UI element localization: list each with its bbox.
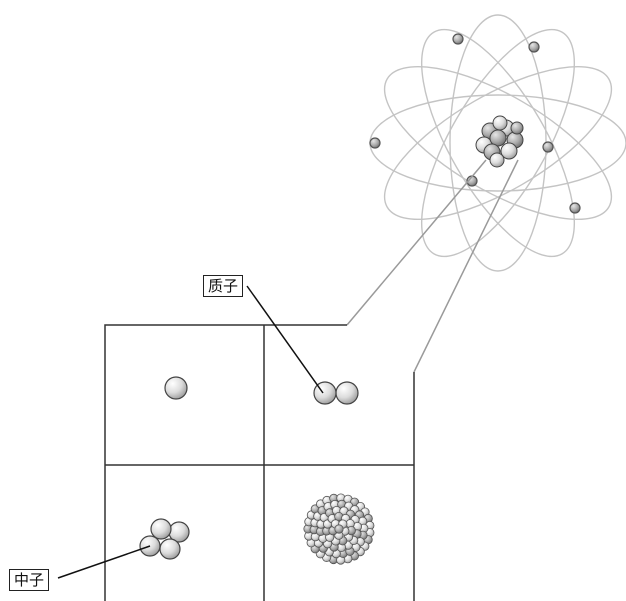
electron <box>570 203 580 213</box>
electron <box>453 34 463 44</box>
electrons <box>370 34 580 213</box>
panel-single-particle <box>165 377 187 399</box>
atom-nucleus <box>476 116 523 167</box>
electron <box>543 142 553 152</box>
particle <box>165 377 187 399</box>
zoom-line-right <box>414 160 518 372</box>
particle-grid <box>105 325 414 601</box>
grid-outline <box>105 325 347 601</box>
zoom-lines <box>347 160 518 372</box>
panel-two-particles <box>314 382 358 404</box>
panel-small-cluster <box>140 519 189 559</box>
proton-pointer <box>247 286 323 393</box>
label-pointers <box>58 286 323 578</box>
neutron-label: 中子 <box>9 569 49 591</box>
particle <box>151 519 171 539</box>
neutron-pointer <box>58 546 150 578</box>
proton-label: 质子 <box>203 275 243 297</box>
zoom-line-left <box>347 160 486 325</box>
particle <box>160 539 180 559</box>
nucleon <box>335 525 343 533</box>
electron <box>370 138 380 148</box>
electron <box>529 42 539 52</box>
panel-large-nucleus <box>304 494 374 564</box>
particle <box>336 382 358 404</box>
